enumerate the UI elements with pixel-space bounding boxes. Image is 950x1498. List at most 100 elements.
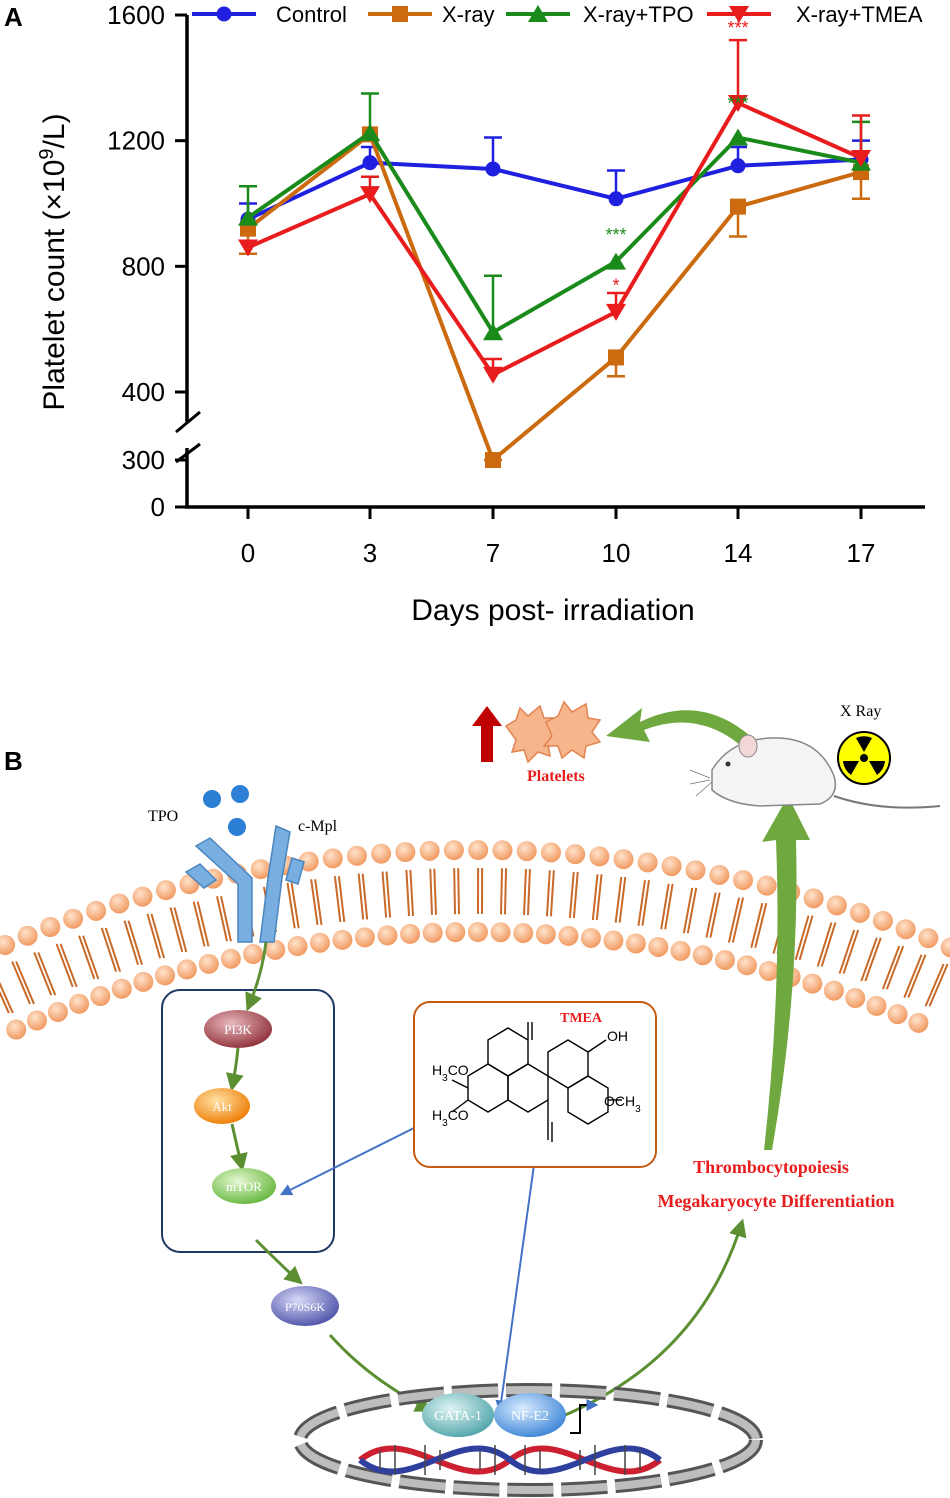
- lipid-head: [6, 1019, 27, 1040]
- lipid-tail: [614, 876, 623, 923]
- tmea-arrows: [279, 1127, 535, 1413]
- lipid-head: [133, 971, 154, 992]
- lipid-tail: [660, 883, 670, 930]
- lipid-head: [0, 934, 16, 955]
- lipid-tail: [727, 897, 741, 943]
- lipid-head: [826, 895, 847, 916]
- lipid-head: [736, 955, 757, 976]
- lipid-tail: [127, 920, 143, 965]
- lipid-head: [109, 893, 130, 914]
- nfe2-node: NF-E2: [494, 1393, 566, 1437]
- lipid-head: [400, 923, 421, 944]
- lipid-head: [714, 950, 735, 971]
- radiation-icon: [837, 731, 891, 785]
- lipid-tail: [798, 915, 814, 961]
- lipid-tail: [682, 887, 694, 934]
- lipid-head: [866, 995, 887, 1016]
- lipid-tail: [709, 892, 721, 938]
- lipid-head: [565, 844, 586, 865]
- data-point: [238, 239, 258, 257]
- lipid-tail: [15, 961, 35, 1005]
- lipid-tail: [37, 952, 57, 996]
- lipid-head: [468, 840, 489, 861]
- lipid-tail: [78, 935, 96, 980]
- lipid-head: [849, 902, 870, 923]
- lipid-head: [198, 953, 219, 974]
- cmpl-receptor-icon: [184, 824, 305, 943]
- lipid-tail: [903, 954, 923, 998]
- lipid-head: [589, 846, 610, 867]
- chart-series-layer: **********: [238, 18, 871, 468]
- lipid-tail: [82, 935, 100, 980]
- lipid-head: [220, 948, 241, 969]
- platelet-icon: [504, 700, 602, 764]
- mouse-icon: [689, 734, 941, 809]
- curve-arrow-to-platelets: [606, 708, 760, 750]
- lipid-head: [346, 845, 367, 866]
- lipid-head: [298, 851, 319, 872]
- lipid-tail: [731, 897, 745, 943]
- lipid-head: [648, 936, 669, 957]
- lipid-head: [492, 840, 513, 861]
- lipid-tail: [11, 961, 31, 1005]
- lipid-head: [322, 848, 343, 869]
- lipid-tail: [216, 896, 228, 942]
- lipid-head: [354, 927, 375, 948]
- y-tick-label: 300: [122, 445, 165, 475]
- tmea-oh: OH: [607, 1028, 628, 1044]
- data-point: [606, 252, 626, 270]
- data-point: [238, 208, 258, 226]
- lipid-head: [908, 1012, 929, 1033]
- lipid-tail: [864, 937, 882, 982]
- lipid-head: [155, 880, 176, 901]
- lipid-tail: [196, 901, 210, 947]
- akt-node: Akt: [194, 1088, 250, 1124]
- lipid-tail: [453, 868, 456, 915]
- mtor-label: mTOR: [226, 1179, 262, 1194]
- legend-marker: [216, 6, 232, 22]
- lipid-tail: [290, 882, 300, 929]
- lipid-head: [377, 925, 398, 946]
- lipid-head: [86, 900, 107, 921]
- lipid-tail: [333, 876, 342, 923]
- lipid-head: [176, 959, 197, 980]
- lipid-tail: [794, 915, 810, 961]
- lipid-tail: [503, 868, 508, 915]
- lipid-head: [625, 933, 646, 954]
- legend-label: X-ray: [442, 2, 495, 27]
- big-up-arrow: [762, 796, 810, 1150]
- series-line: [246, 130, 862, 335]
- lipid-tail: [314, 879, 323, 926]
- lipid-head: [637, 852, 658, 873]
- significance-annotation: *: [612, 275, 619, 295]
- lipid-tail: [33, 952, 53, 996]
- x-tick-label: 14: [724, 538, 753, 568]
- lipid-tail: [754, 902, 768, 949]
- lipid-tail: [405, 869, 411, 916]
- gata1-node: GATA-1: [422, 1393, 494, 1437]
- tmea-och3: OCH3: [604, 1093, 641, 1115]
- mtor-node: mTOR: [212, 1168, 276, 1204]
- y-tick-label: 1200: [107, 126, 165, 156]
- tmea-h3co-2: H3CO: [432, 1107, 469, 1129]
- lipid-head: [395, 842, 416, 863]
- lipid-head: [895, 919, 916, 940]
- lipid-head: [756, 875, 777, 896]
- platelets-label: Platelets: [527, 768, 585, 785]
- lipid-tail: [881, 945, 901, 990]
- lipid-head: [243, 944, 264, 965]
- lipid-head: [558, 925, 579, 946]
- lipid-head: [872, 910, 893, 931]
- lipid-head: [580, 927, 601, 948]
- lipid-head: [490, 922, 511, 943]
- data-point: [483, 323, 503, 341]
- lipid-head: [40, 916, 61, 937]
- lipid-tail: [55, 943, 74, 988]
- lipid-head: [613, 849, 634, 870]
- lipid-tail: [381, 871, 388, 918]
- data-point: [606, 303, 626, 321]
- lipid-tail: [104, 927, 122, 972]
- signaling-box: [161, 989, 335, 1253]
- x-axis-label: Days post- irradiation: [411, 594, 694, 627]
- lipid-head: [443, 840, 464, 861]
